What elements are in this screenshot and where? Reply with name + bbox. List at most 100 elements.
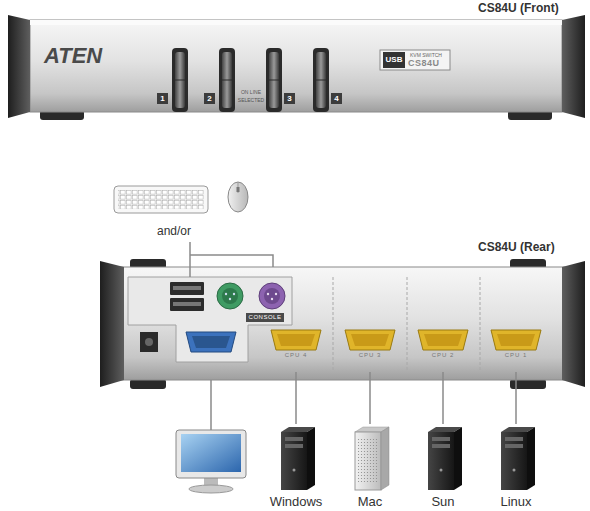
cable — [442, 372, 444, 424]
front-housing — [30, 20, 562, 25]
computer-tower — [513, 469, 516, 472]
usb-port — [173, 286, 201, 290]
label-holder: SELECTED — [236, 97, 266, 103]
computer-tower — [307, 427, 315, 490]
section-divider — [407, 277, 408, 372]
cpu-port — [345, 330, 395, 350]
port-number: 3 — [284, 93, 295, 104]
computer: Windows — [264, 424, 328, 510]
computer-tower — [355, 427, 389, 490]
device-rear: CS84U (Rear)CONSOLECPU 4CPU 3CPU 2CPU 1 — [98, 238, 585, 388]
monitor — [189, 485, 233, 493]
led-label: ON LINE — [236, 89, 266, 95]
keyboard-mouse: and/or — [110, 178, 260, 242]
push-button — [219, 48, 235, 112]
keyboard — [114, 186, 208, 213]
node-label: CONSOLE — [246, 313, 285, 322]
port-number: 2 — [204, 93, 215, 104]
cpu-section: CPU 4 — [271, 326, 321, 372]
push-button — [172, 48, 329, 112]
computer-tower — [505, 437, 523, 441]
computer: Mac — [338, 424, 402, 510]
computer-tower — [281, 432, 307, 490]
power-jack — [140, 332, 158, 352]
cable — [515, 372, 517, 424]
monitor — [176, 430, 246, 478]
console-panel — [128, 277, 292, 362]
label-holder: 2 — [204, 93, 215, 104]
node-label: CPU 2 — [432, 351, 455, 359]
node-label: Mac — [358, 494, 383, 509]
cable — [369, 372, 371, 424]
cpu-port — [277, 334, 315, 346]
cpu-section: CPU 3 — [345, 326, 395, 372]
label-holder: CS84U — [408, 58, 440, 68]
cpu-port — [271, 330, 541, 350]
push-button — [316, 80, 326, 81]
rear-housing — [562, 261, 585, 387]
usb-port — [173, 302, 201, 306]
ps2-port — [259, 283, 285, 309]
computer-tower — [454, 427, 462, 490]
model-text: KVM SWITCH — [410, 52, 442, 58]
push-button — [266, 48, 282, 112]
vga-port — [186, 332, 236, 352]
push-button — [316, 52, 326, 108]
computer-tower — [428, 432, 454, 490]
label-holder: 1 — [157, 93, 168, 104]
front-housing — [380, 50, 450, 70]
mouse — [228, 182, 248, 212]
label-holder: USB — [383, 52, 405, 68]
node-label: Linux — [500, 494, 531, 509]
label-holder: ON LINE — [236, 89, 266, 95]
ps2-port — [222, 288, 238, 304]
rear-housing — [100, 261, 124, 387]
push-button — [222, 80, 232, 81]
ps2-port — [264, 288, 280, 304]
ps2-port — [233, 293, 235, 295]
label-holder: 3 — [284, 93, 295, 104]
mouse — [228, 182, 248, 212]
ps2-port — [225, 293, 227, 295]
model-name: CS84U — [408, 58, 440, 68]
usb-port — [170, 282, 204, 311]
label-holder: ATEN — [44, 44, 102, 68]
node-label: and/or — [157, 224, 191, 238]
ps2-port — [217, 283, 285, 309]
cpu-port — [351, 334, 389, 346]
front-housing — [8, 15, 30, 118]
computer-tower — [501, 432, 527, 490]
monitor — [181, 434, 241, 472]
cable — [295, 372, 297, 424]
computer-tower — [527, 427, 535, 490]
computer-tower — [432, 444, 450, 448]
computer-tower — [355, 432, 381, 490]
push-button — [222, 52, 232, 108]
push-button — [313, 48, 329, 112]
cpu-port — [271, 330, 321, 350]
monitor — [176, 430, 246, 493]
ps2-port — [271, 298, 273, 300]
cpu-section: CPU 1 — [491, 326, 541, 372]
computer-tower — [432, 437, 450, 441]
computer-tower — [428, 427, 462, 490]
computer-tower — [281, 427, 315, 490]
usb-port — [170, 282, 204, 295]
rear-housing — [118, 267, 565, 380]
computer-tower — [440, 469, 443, 472]
computer-tower — [505, 444, 523, 448]
node-label: CS84U (Front) — [478, 1, 559, 15]
node-label: CPU 4 — [285, 351, 308, 359]
node-label: Sun — [431, 494, 454, 509]
computer: Linux — [484, 424, 548, 510]
power-jack — [140, 332, 158, 352]
cpu-port — [491, 330, 541, 350]
front-housing — [30, 20, 562, 112]
computer-tower — [285, 444, 303, 448]
mouse — [237, 187, 240, 192]
ps2-port — [217, 283, 243, 309]
